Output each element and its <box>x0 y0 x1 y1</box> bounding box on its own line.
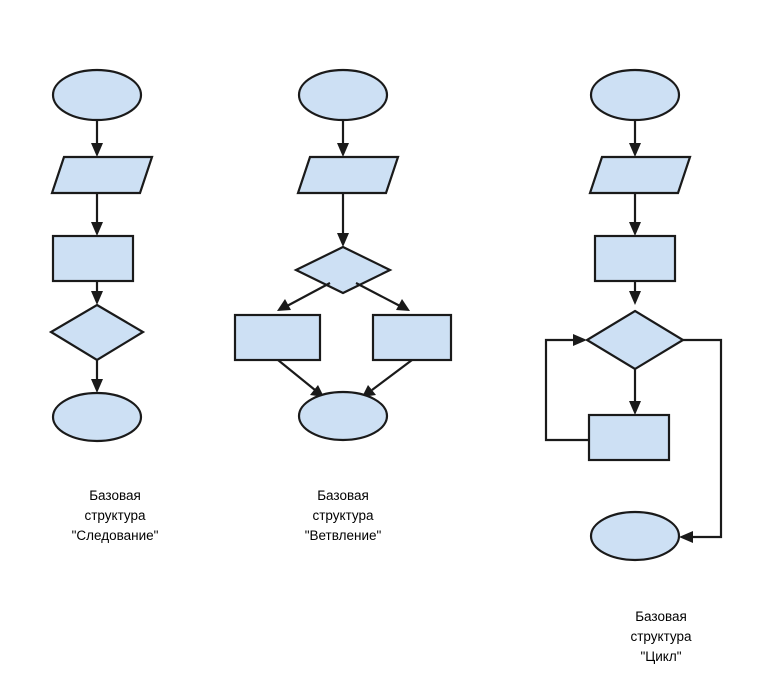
decision-diamond[interactable] <box>584 309 686 371</box>
arrowhead-downleft-icon <box>362 385 376 397</box>
arrowhead-down-icon <box>91 143 103 157</box>
input-parallelogram[interactable] <box>296 155 400 195</box>
caption-line: структура <box>630 629 692 644</box>
input-parallelogram[interactable] <box>50 155 154 195</box>
caption-line: Базовая <box>89 488 141 503</box>
connector-decision-to-branch-left <box>286 282 331 307</box>
caption-line: "Ветвление" <box>305 528 382 543</box>
diagram-branching: Базовая структура "Ветвление" <box>233 68 453 543</box>
connector-branch-left-to-end <box>277 359 316 391</box>
arrowhead-down-icon <box>91 222 103 236</box>
caption-line: структура <box>84 508 146 523</box>
caption-line: Базовая <box>317 488 369 503</box>
decision-diamond[interactable] <box>48 303 146 362</box>
connector-loop-exit-to-end <box>683 338 723 539</box>
end-terminator[interactable] <box>51 391 143 443</box>
arrowhead-downright-icon <box>396 299 410 311</box>
arrowhead-down-icon <box>91 291 103 305</box>
branch-right-rectangle[interactable] <box>371 313 453 362</box>
arrowhead-down-icon <box>337 143 349 157</box>
arrowhead-right-icon <box>573 334 587 346</box>
diagram-sequence: Базовая структура "Следование" <box>48 68 159 543</box>
end-terminator[interactable] <box>297 390 389 442</box>
arrowhead-down-icon <box>629 143 641 157</box>
start-terminator[interactable] <box>589 68 681 122</box>
caption-sequence: Базовая структура "Следование" <box>72 488 159 543</box>
start-terminator[interactable] <box>297 68 389 122</box>
caption-branching: Базовая структура "Ветвление" <box>305 488 382 543</box>
connector-decision-to-branch-right <box>355 282 401 307</box>
arrowhead-down-icon <box>629 401 641 415</box>
diagram-loop: Базовая структура "Цикл" <box>544 68 723 664</box>
caption-line: Базовая <box>635 609 687 624</box>
decision-diamond[interactable] <box>293 245 393 295</box>
caption-line: структура <box>312 508 374 523</box>
start-terminator[interactable] <box>51 68 143 122</box>
loop-body-rectangle[interactable] <box>587 413 671 462</box>
connector-branch-right-to-end <box>371 359 413 391</box>
arrowhead-downleft-icon <box>277 299 291 311</box>
arrowhead-left-icon <box>679 531 693 543</box>
caption-loop: Базовая структура "Цикл" <box>630 609 692 664</box>
branch-left-rectangle[interactable] <box>233 313 322 362</box>
arrowhead-down-icon <box>629 291 641 305</box>
arrowhead-down-icon <box>91 379 103 393</box>
arrowhead-downright-icon <box>310 385 324 397</box>
end-terminator[interactable] <box>589 510 681 562</box>
caption-line: "Цикл" <box>640 649 681 664</box>
process-rectangle[interactable] <box>593 234 677 283</box>
caption-line: "Следование" <box>72 528 159 543</box>
connector-loop-feedback <box>544 338 589 442</box>
arrowhead-down-icon <box>629 222 641 236</box>
process-rectangle[interactable] <box>51 234 135 283</box>
input-parallelogram[interactable] <box>588 155 692 195</box>
arrowhead-down-icon <box>337 233 349 247</box>
